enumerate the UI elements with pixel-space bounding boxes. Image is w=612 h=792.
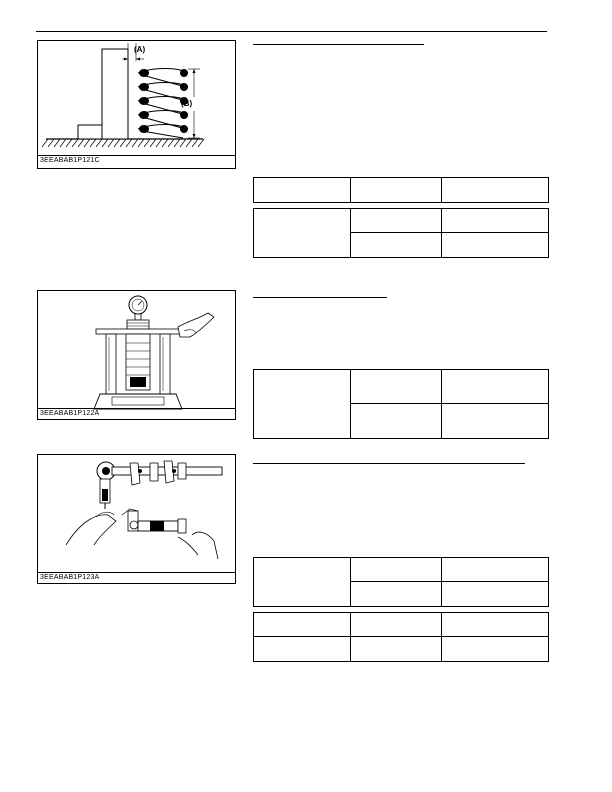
table-row [253,369,549,439]
table-cell [350,581,442,607]
spec-table-values [253,557,549,607]
table-row [253,208,549,258]
table-cell [441,612,549,637]
dimension-label-a: (A) [134,45,146,54]
table-row [253,177,549,203]
table-row [254,581,549,607]
dimension-label-b: (B) [181,99,193,108]
spec-table-values [253,208,549,258]
table-cell [441,232,549,258]
section-heading-rule [253,44,424,45]
table-row [253,557,549,607]
page-top-rule [36,31,547,32]
table-row [253,612,549,637]
section-heading-rule [253,463,525,464]
figure-caption-rule [38,408,235,409]
table-row [254,403,549,439]
table-cell [253,612,351,637]
table-cell [253,636,351,662]
spring-squareness-illustration [41,43,205,148]
table-cell [441,636,549,662]
table-row [253,636,549,662]
figure-caption-rule [38,572,235,573]
table-cell [441,208,549,233]
table-cell [350,403,442,439]
table-cell [253,177,351,203]
section-heading-rule [253,297,387,298]
rocker-arm-illustration [65,460,223,560]
table-cell [350,232,442,258]
spec-table-values [253,612,549,662]
spring-tester-illustration [93,295,215,410]
table-cell [350,177,442,203]
table-cell [253,208,351,258]
table-cell [350,636,442,662]
figure-caption: 3EEABAB1P121C [40,157,100,164]
figure-caption: 3EEABAB1P122A [40,410,100,417]
table-cell [441,557,549,582]
spec-table-header [253,177,549,203]
table-cell [441,581,549,607]
figure-rocker-arm-measurement: 3EEABAB1P123A [37,454,236,584]
figure-valve-spring-free-length: (A) (B) 3EEABAB1P121C [37,40,236,169]
table-cell [441,403,549,439]
spec-table-values [253,369,549,439]
table-row [254,232,549,258]
figure-valve-spring-tester: 3EEABAB1P122A [37,290,236,420]
table-cell [441,369,549,404]
table-cell [350,208,442,233]
table-cell [350,369,442,404]
figure-caption-rule [38,155,235,156]
table-cell [441,177,549,203]
figure-caption: 3EEABAB1P123A [40,574,100,581]
table-cell [350,557,442,582]
table-cell [350,612,442,637]
table-cell [253,557,351,607]
table-cell [253,369,351,439]
